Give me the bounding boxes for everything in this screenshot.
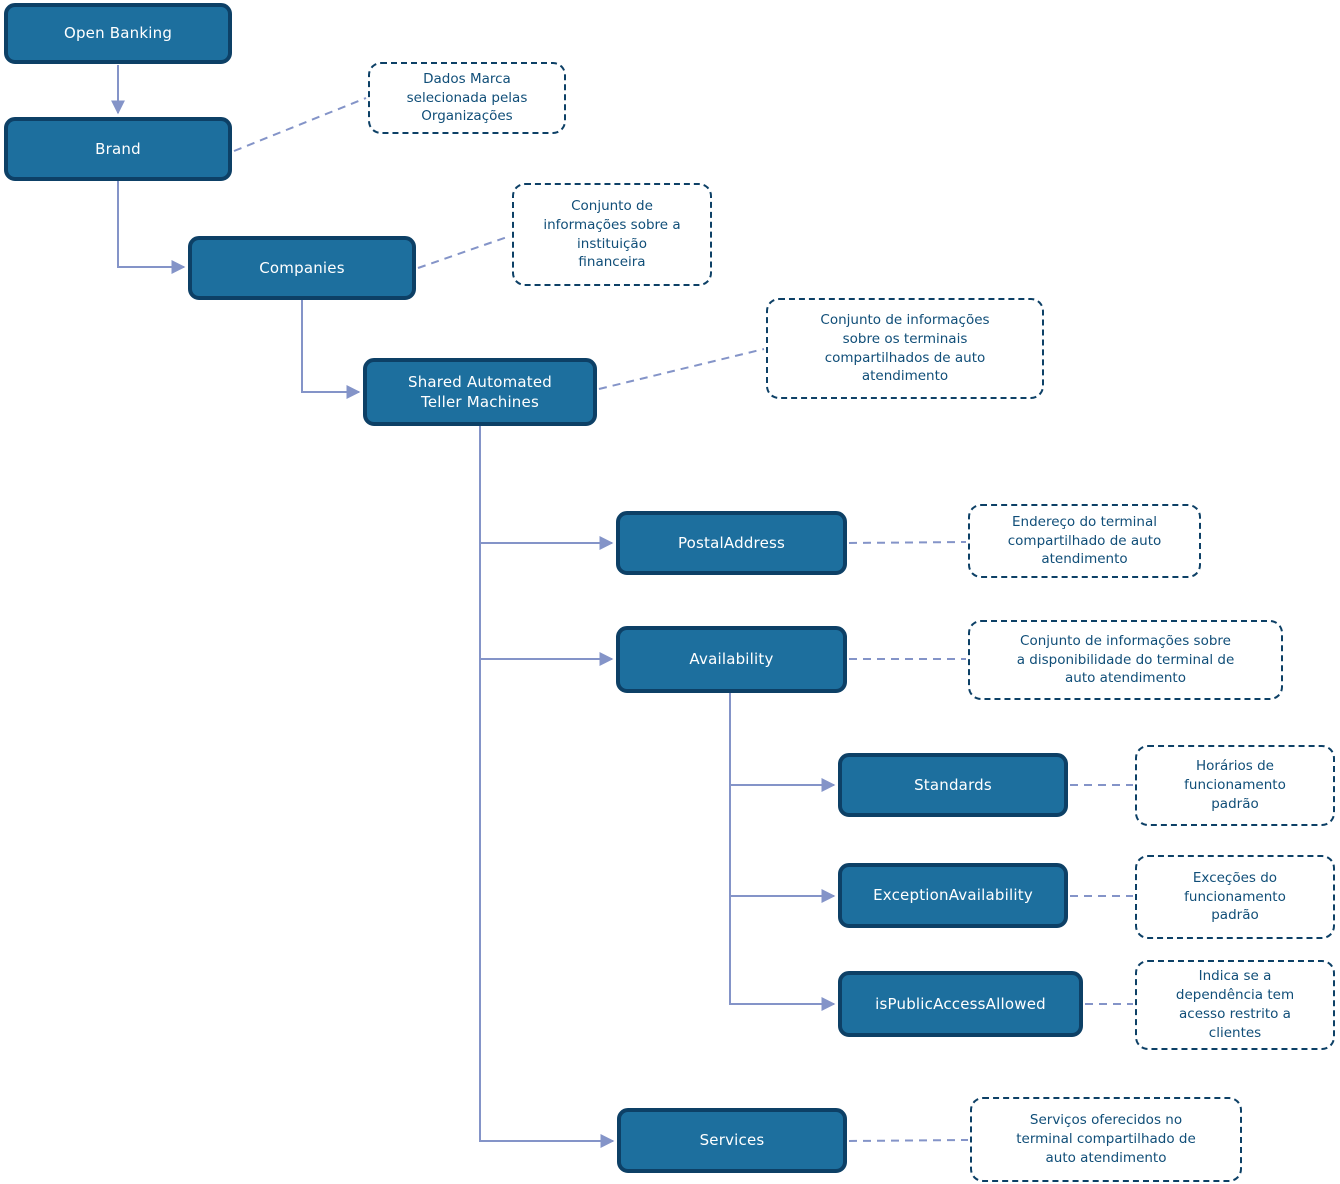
edge-availability-to-is-public-access-allowed [729, 693, 836, 1011]
link-companies-annotation [417, 235, 511, 269]
link-services-annotation [848, 1139, 969, 1142]
node-open-banking: Open Banking [4, 3, 232, 64]
edge-satm-to-services [479, 426, 615, 1148]
annotation-postal-address: Endereço do terminal compartilhado de au… [968, 504, 1201, 578]
annotation-availability: Conjunto de informações sobre a disponib… [968, 620, 1283, 700]
link-postal-address-annotation [848, 541, 967, 544]
node-availability: Availability [616, 626, 847, 693]
edge-companies-to-satm [301, 300, 361, 399]
node-companies: Companies [188, 236, 416, 300]
node-brand: Brand [4, 117, 232, 181]
annotation-standards: Horários de funcionamento padrão [1135, 745, 1335, 826]
node-postal-address: PostalAddress [616, 511, 847, 575]
annotation-brand: Dados Marca selecionada pelas Organizaçõ… [368, 62, 566, 134]
node-is-public-access-allowed: isPublicAccessAllowed [838, 971, 1083, 1037]
link-brand-annotation [233, 97, 367, 152]
node-exception-availability: ExceptionAvailability [838, 863, 1068, 928]
annotation-shared-automated-teller-machines: Conjunto de informações sobre os termina… [766, 298, 1044, 399]
node-shared-automated-teller-machines: Shared Automated Teller Machines [363, 358, 597, 426]
annotation-is-public-access-allowed: Indica se a dependência tem acesso restr… [1135, 960, 1335, 1050]
annotation-services: Serviços oferecidos no terminal comparti… [970, 1097, 1242, 1182]
node-standards: Standards [838, 753, 1068, 817]
link-satm-annotation [598, 348, 765, 390]
edge-brand-to-companies [117, 181, 186, 274]
node-services: Services [617, 1108, 847, 1173]
annotation-companies: Conjunto de informações sobre a institui… [512, 183, 712, 286]
annotation-exception-availability: Exceções do funcionamento padrão [1135, 855, 1335, 939]
